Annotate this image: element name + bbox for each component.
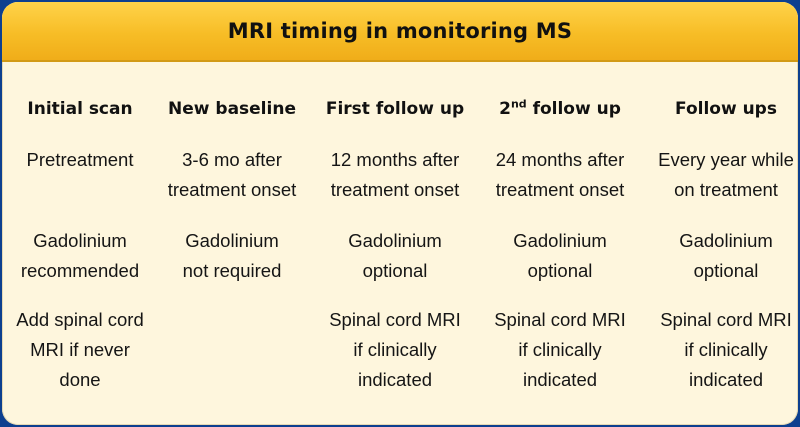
column-first-follow-up: First follow up 12 months after treatmen… [315,2,475,425]
column-initial-scan: Initial scan Pretreatment Gadolinium rec… [2,2,160,425]
timing-cell: Every year while on treatment [646,145,798,205]
timing-line: 12 months after [330,149,460,170]
column-follow-ups: Follow ups Every year while on treatment… [646,2,798,425]
spinal-line: if clinically [353,339,437,360]
timing-line: treatment onset [495,179,625,200]
spinal-line: indicated [688,369,764,390]
gadolinium-cell: Gadolinium optional [646,226,798,286]
gadolinium-cell: Gadolinium optional [315,226,475,286]
column-new-baseline: New baseline 3-6 mo after treatment onse… [152,2,312,425]
spinal-line: if clinically [518,339,602,360]
spinal-line: MRI if never [30,339,130,360]
column-header: New baseline [168,99,296,119]
spinal-cord-cell: Spinal cord MRI if clinically indicated [646,305,798,395]
spinal-line: Spinal cord MRI [329,309,461,330]
timing-cell: Pretreatment [2,145,160,175]
timing-line: 24 months after [495,149,625,170]
gadolinium-line: optional [527,260,593,281]
header-rest: follow up [526,99,621,119]
column-header: 2nd follow up [480,94,640,124]
timing-cell: 12 months after treatment onset [315,145,475,205]
gadolinium-line: Gadolinium [33,230,127,251]
spinal-line: done [59,369,101,390]
column-second-follow-up: 2nd follow up 24 months after treatment … [480,2,640,425]
spinal-line: Add spinal cord [16,309,144,330]
header-ordinal-suffix: nd [510,97,527,111]
header-number: 2 [499,99,511,119]
timing-line: Every year while [658,149,794,170]
timing-line: treatment onset [167,179,297,200]
gadolinium-line: Gadolinium [513,230,607,251]
timing-line: Pretreatment [26,149,134,170]
gadolinium-line: Gadolinium [348,230,442,251]
gadolinium-cell: Gadolinium not required [152,226,312,286]
timing-cell: 3-6 mo after treatment onset [152,145,312,205]
slide-title: MRI timing in monitoring MS [227,19,573,43]
timing-line: on treatment [674,179,778,200]
spinal-line: Spinal cord MRI [660,309,792,330]
gadolinium-cell: Gadolinium recommended [2,226,160,286]
gadolinium-line: Gadolinium [185,230,279,251]
spinal-line: Spinal cord MRI [494,309,626,330]
spinal-cord-cell: Spinal cord MRI if clinically indicated [315,305,475,395]
title-bar: MRI timing in monitoring MS [2,2,798,62]
timing-cell: 24 months after treatment onset [480,145,640,205]
gadolinium-line: optional [693,260,759,281]
gadolinium-line: recommended [20,260,140,281]
spinal-line: if clinically [684,339,768,360]
column-header: First follow up [325,99,465,119]
gadolinium-line: not required [182,260,282,281]
gadolinium-cell: Gadolinium optional [480,226,640,286]
column-header: Follow ups [675,99,777,119]
spinal-cord-cell: Spinal cord MRI if clinically indicated [480,305,640,395]
gadolinium-line: Gadolinium [679,230,773,251]
column-header: Initial scan [27,99,133,119]
gadolinium-line: optional [362,260,428,281]
timing-line: treatment onset [330,179,460,200]
timing-line: 3-6 mo after [182,149,282,170]
spinal-line: indicated [522,369,598,390]
spinal-line: indicated [357,369,433,390]
spinal-cord-cell: Add spinal cord MRI if never done [2,305,160,395]
